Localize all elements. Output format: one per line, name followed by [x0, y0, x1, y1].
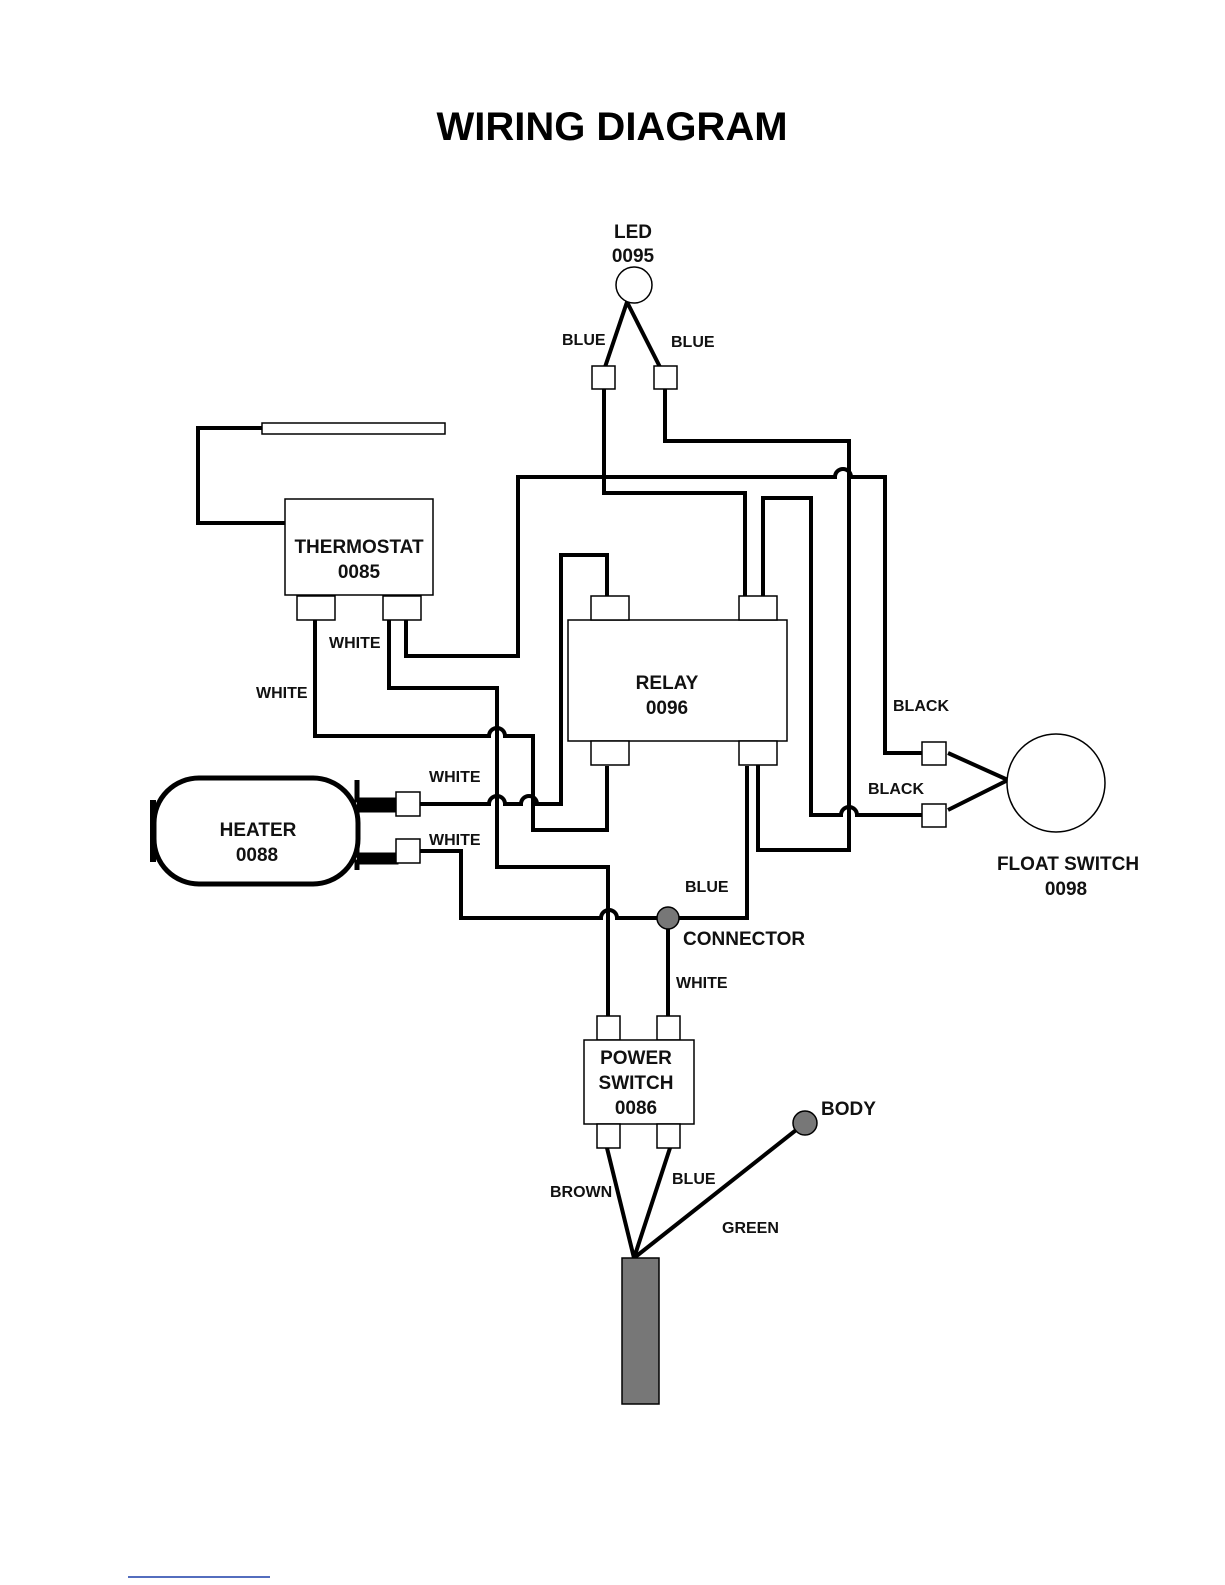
- wire-label: BLUE: [672, 1171, 716, 1188]
- thermostat-code: 0085: [338, 562, 381, 583]
- heater: HEATER 0088: [150, 778, 420, 884]
- led-terminal-right: [654, 366, 677, 389]
- body-label: BODY: [821, 1099, 876, 1120]
- float-terminal-bottom: [922, 804, 946, 827]
- temperature-probe: [262, 423, 445, 434]
- float-switch-leads: [948, 753, 1008, 810]
- relay-label: RELAY: [636, 673, 699, 694]
- relay-code: 0096: [646, 698, 688, 719]
- thermostat-label: THERMOSTAT: [294, 537, 424, 558]
- connector: CONNECTOR: [657, 907, 805, 950]
- power-switch-label-2: SWITCH: [599, 1073, 674, 1094]
- heater-label: HEATER: [220, 820, 297, 841]
- heater-end: [150, 800, 156, 862]
- heater-code: 0088: [236, 845, 278, 866]
- heater-terminal-bottom: [396, 839, 420, 863]
- led-leads: [603, 302, 663, 373]
- relay-terminal-bottom-left: [591, 741, 629, 765]
- wire-label: WHITE: [256, 685, 308, 702]
- led-icon: [616, 267, 652, 303]
- heater-terminal-top: [396, 792, 420, 816]
- wire-label: WHITE: [429, 769, 481, 786]
- relay-terminal-top-left: [591, 596, 629, 620]
- relay-terminal-bottom-right: [739, 741, 777, 765]
- power-terminal-top-right: [657, 1016, 680, 1040]
- thermostat-terminal-left: [297, 596, 335, 620]
- power-terminal-bottom-left: [597, 1124, 620, 1148]
- float-terminal-top: [922, 742, 946, 765]
- wire-label: WHITE: [429, 832, 481, 849]
- connector-icon: [657, 907, 679, 929]
- wire-heater-bottom: [420, 851, 668, 918]
- wire-label: BLUE: [671, 334, 715, 351]
- wire-label: BLUE: [685, 879, 729, 896]
- led-code: 0095: [612, 246, 655, 267]
- thermostat-terminal-right: [383, 596, 421, 620]
- wire-label: BLACK: [893, 698, 949, 715]
- power-switch: POWER SWITCH 0086: [584, 1016, 694, 1148]
- led-terminal-left: [592, 366, 615, 389]
- power-cord-wires: [607, 1148, 670, 1258]
- relay-terminal-top-right: [739, 596, 777, 620]
- wire-label: BLUE: [562, 332, 606, 349]
- wire-label: BLACK: [868, 781, 924, 798]
- power-terminal-top-left: [597, 1016, 620, 1040]
- float-switch: FLOAT SWITCH 0098: [922, 734, 1139, 900]
- float-switch-icon: [1007, 734, 1105, 832]
- relay: RELAY 0096: [568, 596, 787, 765]
- body-ground-icon: [793, 1111, 817, 1135]
- wire-label: BROWN: [550, 1184, 612, 1201]
- body-ground: BODY: [793, 1099, 876, 1135]
- wire-label: GREEN: [722, 1220, 779, 1237]
- wire-label: WHITE: [676, 975, 728, 992]
- float-switch-label: FLOAT SWITCH: [997, 854, 1139, 875]
- thermostat: THERMOSTAT 0085: [285, 499, 433, 620]
- connector-label: CONNECTOR: [683, 929, 805, 950]
- wire-label: WHITE: [329, 635, 381, 652]
- led-label: LED: [614, 222, 652, 243]
- power-terminal-bottom-right: [657, 1124, 680, 1148]
- power-plug: [622, 1258, 659, 1404]
- float-switch-code: 0098: [1045, 879, 1087, 900]
- page-title: WIRING DIAGRAM: [436, 105, 787, 149]
- wire-sensor-probe: [198, 428, 285, 523]
- power-switch-code: 0086: [615, 1098, 657, 1119]
- wire-led-left-to-relay: [604, 385, 745, 596]
- power-switch-label-1: POWER: [600, 1048, 672, 1069]
